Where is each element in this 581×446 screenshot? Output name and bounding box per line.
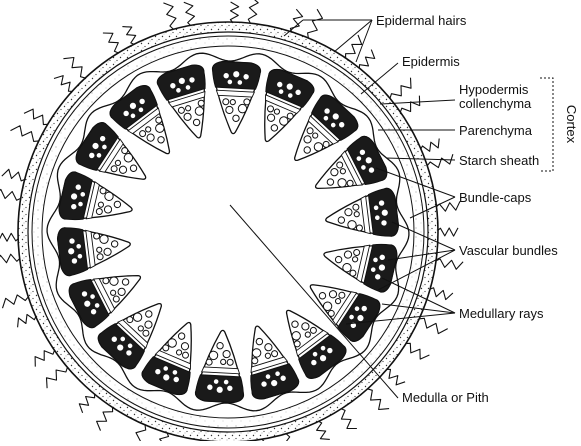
epidermal-hair xyxy=(248,0,258,25)
epidermal-hair xyxy=(400,96,420,115)
epidermal-hair xyxy=(0,233,20,241)
epidermal-hair xyxy=(79,392,94,413)
label-parenchyma: Parenchyma xyxy=(459,123,533,138)
epidermal-hair xyxy=(103,33,121,54)
epidermal-hair xyxy=(417,318,448,333)
epidermal-hair xyxy=(426,154,453,167)
xylem-vessel xyxy=(353,204,360,211)
xylem-vessel xyxy=(98,202,104,208)
xylem-vessel xyxy=(93,233,100,240)
epidermal-hair xyxy=(365,388,389,409)
epidermal-hair xyxy=(359,50,374,71)
epidermal-hair xyxy=(230,2,238,24)
xylem-vessel xyxy=(338,217,345,224)
xylem-vessel xyxy=(238,104,247,113)
label-epidermal-hairs: Epidermal hairs xyxy=(376,13,467,28)
cap-cell xyxy=(227,386,232,391)
epidermal-hair xyxy=(435,201,460,211)
epidermal-hair xyxy=(420,139,440,152)
epidermal-hair xyxy=(346,35,362,61)
epidermal-hair xyxy=(308,9,323,40)
xylem-vessel xyxy=(223,99,229,105)
cap-cell xyxy=(379,200,384,205)
xylem-vessel xyxy=(223,350,231,358)
xylem-vessel xyxy=(96,247,102,253)
cap-cell xyxy=(217,387,223,393)
label-hypodermis-line2: collenchyma xyxy=(459,96,532,111)
epidermal-hair xyxy=(131,423,146,441)
epidermal-hair xyxy=(47,365,69,388)
epidermal-hair xyxy=(3,295,30,308)
cap-cell xyxy=(382,210,388,216)
xylem-vessel xyxy=(344,208,352,216)
epidermal-hair xyxy=(428,288,453,300)
cap-cell xyxy=(78,254,82,258)
cap-cell xyxy=(214,379,218,383)
epidermal-hair xyxy=(163,3,176,31)
epidermal-hair xyxy=(184,2,195,27)
epidermal-hair xyxy=(316,420,330,439)
xylem-vessel xyxy=(347,220,356,229)
label-bundle-caps: Bundle-caps xyxy=(459,190,532,205)
xylem-vessel xyxy=(227,359,233,365)
xylem-vessel xyxy=(97,253,104,260)
cap-cell xyxy=(228,80,232,84)
cap-cell xyxy=(72,258,77,263)
xylem-vessel xyxy=(104,248,112,256)
xylem-vessel xyxy=(99,234,108,243)
xylem-vessel xyxy=(209,351,218,360)
xylem-vessel xyxy=(217,342,224,349)
cap-cell xyxy=(244,74,249,79)
cap-cell xyxy=(238,80,242,84)
epidermal-hair xyxy=(24,109,50,125)
xylem-vessel xyxy=(233,115,240,122)
epidermal-hair xyxy=(389,78,411,101)
epidermal-hair xyxy=(0,189,23,200)
cap-cell xyxy=(76,244,80,248)
cap-cell xyxy=(224,73,229,78)
xylem-vessel xyxy=(352,256,358,262)
xylem-vessel xyxy=(220,359,225,364)
cap-cell xyxy=(224,380,228,384)
epidermal-hair xyxy=(97,405,113,431)
epidermal-hair xyxy=(122,27,136,46)
xylem-vessel xyxy=(356,225,363,232)
label-medullary-rays: Medullary rays xyxy=(459,306,544,321)
cap-cell xyxy=(381,220,386,225)
cap-cell xyxy=(207,385,212,390)
epidermal-hair xyxy=(339,408,357,429)
label-starch-sheath: Starch sheath xyxy=(459,153,539,168)
label-hypodermis-line1: Hypodermis xyxy=(459,82,529,97)
epidermal-hair xyxy=(63,58,87,79)
xylem-vessel xyxy=(226,106,234,114)
xylem-vessel xyxy=(354,211,360,217)
epidermal-hair xyxy=(384,369,405,385)
cap-cell xyxy=(68,248,74,254)
epidermal-hair xyxy=(0,254,21,264)
epidermal-hair xyxy=(2,169,27,181)
label-medulla: Medulla or Pith xyxy=(402,390,489,405)
cap-cell xyxy=(69,238,74,243)
cap-cell xyxy=(375,215,379,219)
xylem-vessel xyxy=(111,240,118,247)
xylem-vessel xyxy=(206,359,212,365)
epidermal-hair xyxy=(436,228,458,236)
label-vascular-bundles: Vascular bundles xyxy=(459,243,558,258)
cap-cell xyxy=(233,71,239,77)
epidermal-hair xyxy=(434,259,463,269)
epidermal-hair xyxy=(11,126,42,142)
epidermal-hair xyxy=(18,314,37,327)
cortex-bracket xyxy=(540,78,553,171)
epidermal-hair xyxy=(54,76,75,92)
label-cortex: Cortex xyxy=(564,105,579,144)
epidermal-hair xyxy=(35,348,55,367)
xylem-vessel xyxy=(244,99,250,105)
label-epidermis: Epidermis xyxy=(402,54,460,69)
epidermal-hair xyxy=(404,343,430,359)
cap-cell xyxy=(374,206,378,210)
xylem-vessel xyxy=(230,99,235,104)
